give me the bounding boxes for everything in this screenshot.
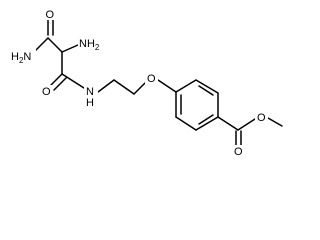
bond-ring-cester <box>217 116 239 131</box>
ring-double-2 <box>198 114 214 125</box>
atom-o-lower: O <box>42 86 51 98</box>
atom-o-upper: O <box>46 9 55 21</box>
bond-cester-omethoxy <box>237 118 256 131</box>
bond-c2-o2-b <box>53 77 67 91</box>
bond-c2-o2-a <box>49 73 63 87</box>
atom-amide-nh: N <box>86 86 94 98</box>
atom-labels: O H2N NH2 O N H O O O <box>10 8 268 158</box>
ring-bond-2 <box>195 79 219 94</box>
ring-double-1 <box>198 85 214 96</box>
bond-nh-ch2a <box>97 79 115 93</box>
ring-bond-5 <box>175 116 197 131</box>
bonds <box>33 17 283 148</box>
bond-c1-calpha <box>47 37 63 53</box>
ring-bond-4 <box>195 116 219 131</box>
atom-ester-o-carbonyl: O <box>234 146 243 158</box>
bond-o-ring <box>157 79 177 93</box>
bond-c2-nh <box>61 73 85 89</box>
bond-omethoxy-ch3 <box>267 117 283 127</box>
chemical-structure-canvas: O H2N NH2 O N H O O O <box>10 8 283 158</box>
molecule-drawing: O H2N NH2 O N H O O O <box>10 8 283 158</box>
ring-bond-1 <box>175 79 197 93</box>
atom-ester-o-methoxy: O <box>257 112 266 124</box>
bond-c1-n1 <box>33 37 49 53</box>
bond-ch2b-o <box>133 82 146 95</box>
atom-ether-o: O <box>147 73 156 85</box>
bond-ch2a-ch2b <box>113 79 135 95</box>
atom-amide-nh-h: H <box>86 97 94 109</box>
bond-calpha-nh2 <box>61 44 79 53</box>
atom-amine: NH2 <box>79 38 100 52</box>
atom-amide-n-terminal: H2N <box>11 51 31 65</box>
